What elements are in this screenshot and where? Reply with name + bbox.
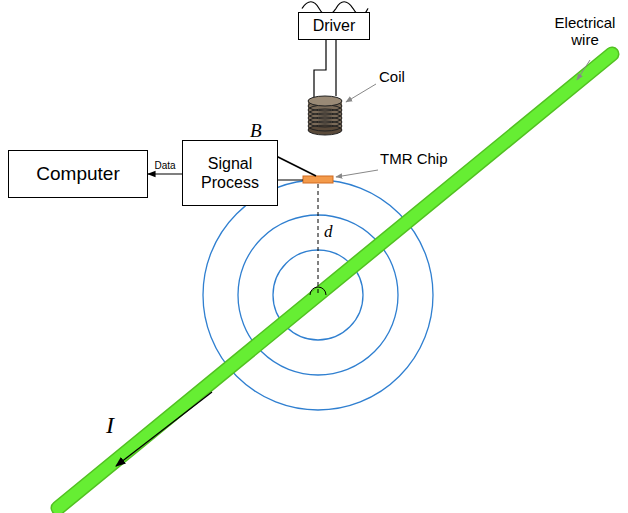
distance-line (318, 184, 319, 295)
box-text: Computer (36, 163, 119, 186)
wire-outline (58, 54, 612, 508)
current-label: I (106, 412, 114, 440)
vector-label: B (250, 120, 262, 142)
distance-label: d (324, 222, 333, 242)
leader-line (336, 170, 378, 177)
process-box: Signal Process (182, 140, 278, 206)
leader-line (346, 84, 376, 102)
coil-symbol (308, 96, 342, 135)
driver-box: Driver (298, 12, 370, 40)
coil-lead (314, 40, 326, 100)
field-circle (203, 180, 433, 410)
current-arrow (116, 392, 212, 466)
box-text: Driver (313, 16, 356, 35)
data-arrow (148, 173, 182, 174)
tmr-chip (303, 176, 333, 183)
edge-label: Data (154, 160, 175, 172)
part-label: Coil (379, 68, 405, 85)
computer-box: Computer (8, 150, 148, 198)
part-label: TMR Chip (380, 150, 448, 167)
leader-line (577, 60, 590, 80)
coil-lead (335, 40, 336, 96)
box-text: Signal Process (183, 154, 277, 192)
center-arc (310, 287, 326, 295)
electrical-wire (58, 54, 612, 508)
wire-label: Electrical wire (540, 14, 628, 49)
